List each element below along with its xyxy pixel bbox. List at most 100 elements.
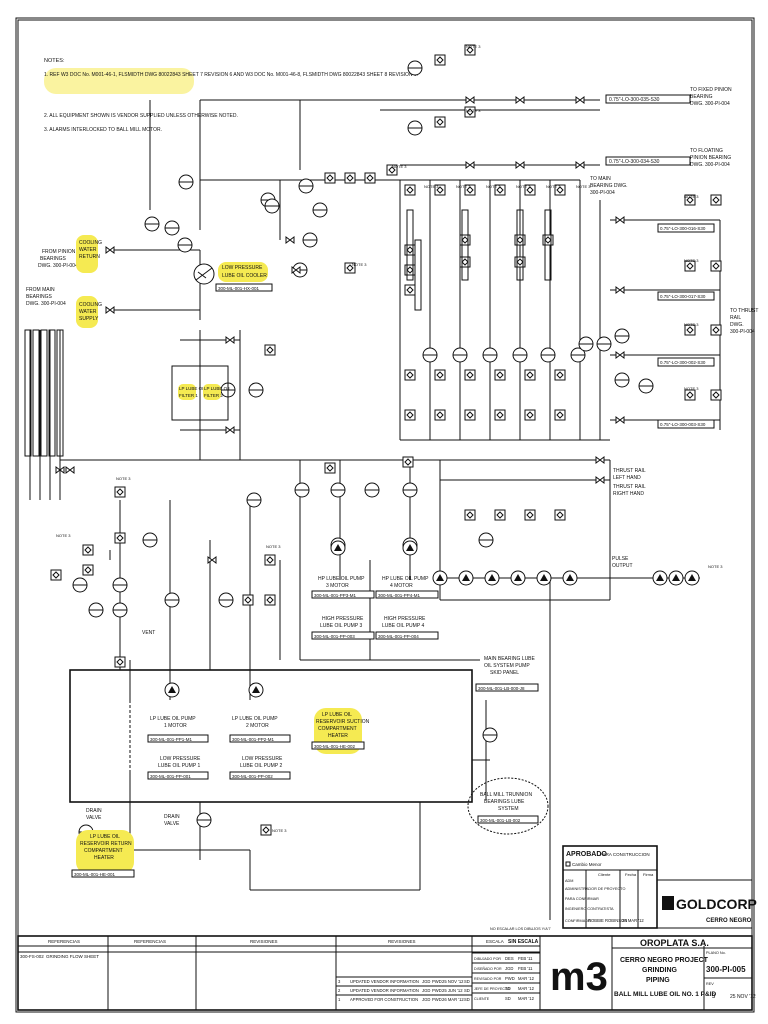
svg-text:COMPARTMENT: COMPARTMENT [318,726,357,732]
instrument-tag [459,256,471,268]
valves [24,96,700,698]
instrument-tag [242,594,254,606]
svg-text:HEATER: HEATER [94,855,114,861]
instrument-tag [464,369,476,381]
note-2: 2. ALL EQUIPMENT SHOWN IS VENDOR SUPPLIE… [44,113,238,119]
filter-2: LP LUBE OIL [204,386,231,391]
svg-text:BALL MILL TRUNNION: BALL MILL TRUNNION [480,792,532,798]
svg-text:2 MOTOR: 2 MOTOR [246,723,269,729]
bearing-column [24,329,32,457]
drain-valve-2: DRAIN [164,814,180,820]
valve [105,246,115,254]
instrument-tag [554,409,566,421]
svg-text:RETURN: RETURN [79,254,100,260]
svg-text:300-PI-004: 300-PI-004 [590,190,615,196]
svg-text:LUBE OIL PUMP 1: LUBE OIL PUMP 1 [158,763,200,769]
svg-text:PINION BEARING: PINION BEARING [690,155,731,161]
valve [291,266,301,274]
svg-text:BEARINGS: BEARINGS [40,256,67,262]
svg-text:300-ML-001-PP2-M1: 300-ML-001-PP2-M1 [232,737,275,742]
instrument-tag [264,554,276,566]
svg-text:FILTER 2: FILTER 2 [204,393,223,398]
instrument-tag [524,369,536,381]
instrument-tag [344,172,356,184]
svg-text:LUBE OIL PUMP 2: LUBE OIL PUMP 2 [240,763,282,769]
instrument-tag [404,184,416,196]
sign-cell: DISEÑADO POR [474,966,502,971]
instrument-tag [684,194,696,206]
instrument-tag [524,409,536,421]
valve [285,236,295,244]
note-3-ref: NOTE 3 [576,184,591,189]
revision-cell: UPDATED VENDOR INFORMATION [350,979,419,984]
svg-text:HEATER: HEATER [328,733,348,739]
svg-text:WATER: WATER [79,309,97,315]
notes-block: NOTES: 1. REF W3 DOC No. M001-46-1, FLSM… [44,58,418,133]
instrument-tag [514,256,526,268]
lp-filters: LP LUBE OIL FILTER 1 LP LUBE OIL FILTER … [171,365,231,421]
instrument-tag [459,234,471,246]
instrument-tag [264,344,276,356]
note-3-ref: NOTE 3 [466,44,481,49]
sign-cell: CLIENTE [474,997,490,1001]
svg-text:300-ML-001-HX-001: 300-ML-001-HX-001 [218,286,260,291]
approval-title: APROBADO [566,851,607,858]
revision-cell: 25 JUN '12 [442,988,463,993]
left-labels: FROM PINION BEARINGS DWG. 300-PI-004 FRO… [26,235,102,328]
sign-cell: PWD [505,976,515,981]
pulse-output: PULSE [612,556,629,562]
svg-text:0.75"-LO-300-017-S30: 0.75"-LO-300-017-S30 [660,294,706,299]
svg-text:VALVE: VALVE [164,821,180,827]
bearing-column [56,329,64,457]
instrument-tag [524,509,536,521]
instrument-tag [684,324,696,336]
svg-text:LUBE OIL PUMP 4: LUBE OIL PUMP 4 [382,623,424,629]
lp-pump-2: LOW PRESSURE [242,756,283,762]
instrument-tag [554,509,566,521]
instrument-tag [710,260,722,272]
hp-pump-3: HIGH PRESSURE [322,616,364,622]
note-3-ref: NOTE 3 [56,533,71,538]
svg-text:REFERENCIAS: REFERENCIAS [134,939,166,944]
instrument-tag [434,116,446,128]
svg-text:DWG.: DWG. [730,322,744,328]
ref-desc: GRINDING FLOW SHEET [46,954,99,959]
drain-valve-1: DRAIN [86,808,102,814]
svg-text:SKID PANEL: SKID PANEL [490,670,519,676]
instrument-tag [710,389,722,401]
sign-cell: FEB '11 [518,956,533,961]
instrument-tag [494,409,506,421]
instrument-tag [710,324,722,336]
svg-text:OUTPUT: OUTPUT [612,563,633,569]
bearing-column [32,329,40,457]
revision-cell: JGD [422,988,430,993]
valve [465,161,475,169]
goldcorp-logo: GOLDCORP CERRO NEGRO [656,879,757,929]
svg-text:BEARINGS LUBE: BEARINGS LUBE [484,799,525,805]
svg-text:DWG. 300-PI-004: DWG. 300-PI-004 [690,162,730,168]
hp-pumps: HP LUBE OIL PUMP 3 MOTOR 300-ML-001-PP3-… [311,576,439,640]
instrument-tag [264,594,276,606]
svg-text:REV: REV [706,982,714,986]
valve [615,416,625,424]
instrument-tag [344,262,356,274]
sign-cell: JGD [505,966,513,971]
revision-cell: 3 [338,979,341,984]
valve [575,161,585,169]
svg-text:REVISIONES: REVISIONES [388,939,416,944]
svg-text:SUPPLY: SUPPLY [79,316,99,322]
approval-date: 26 MAR '12 [622,918,644,923]
instrument-tag [260,824,272,836]
lp2-motor: LP LUBE OIL PUMP [232,716,278,722]
vent-label: VENT [142,630,155,636]
title: BALL MILL LUBE OIL NO. 1 P&ID [614,991,717,998]
valve [65,466,75,474]
instrument-tag [464,509,476,521]
sign-cell: SD [505,996,511,1001]
lube-oil-cooler: LOW PRESSURE LUBE OIL COOLER 300-ML-001-… [193,262,273,292]
flow-column [516,209,524,281]
svg-text:BEARINGS: BEARINGS [26,294,53,300]
svg-text:Cliente: Cliente [598,872,611,877]
hp3-motor: HP LUBE OIL PUMP [318,576,365,582]
